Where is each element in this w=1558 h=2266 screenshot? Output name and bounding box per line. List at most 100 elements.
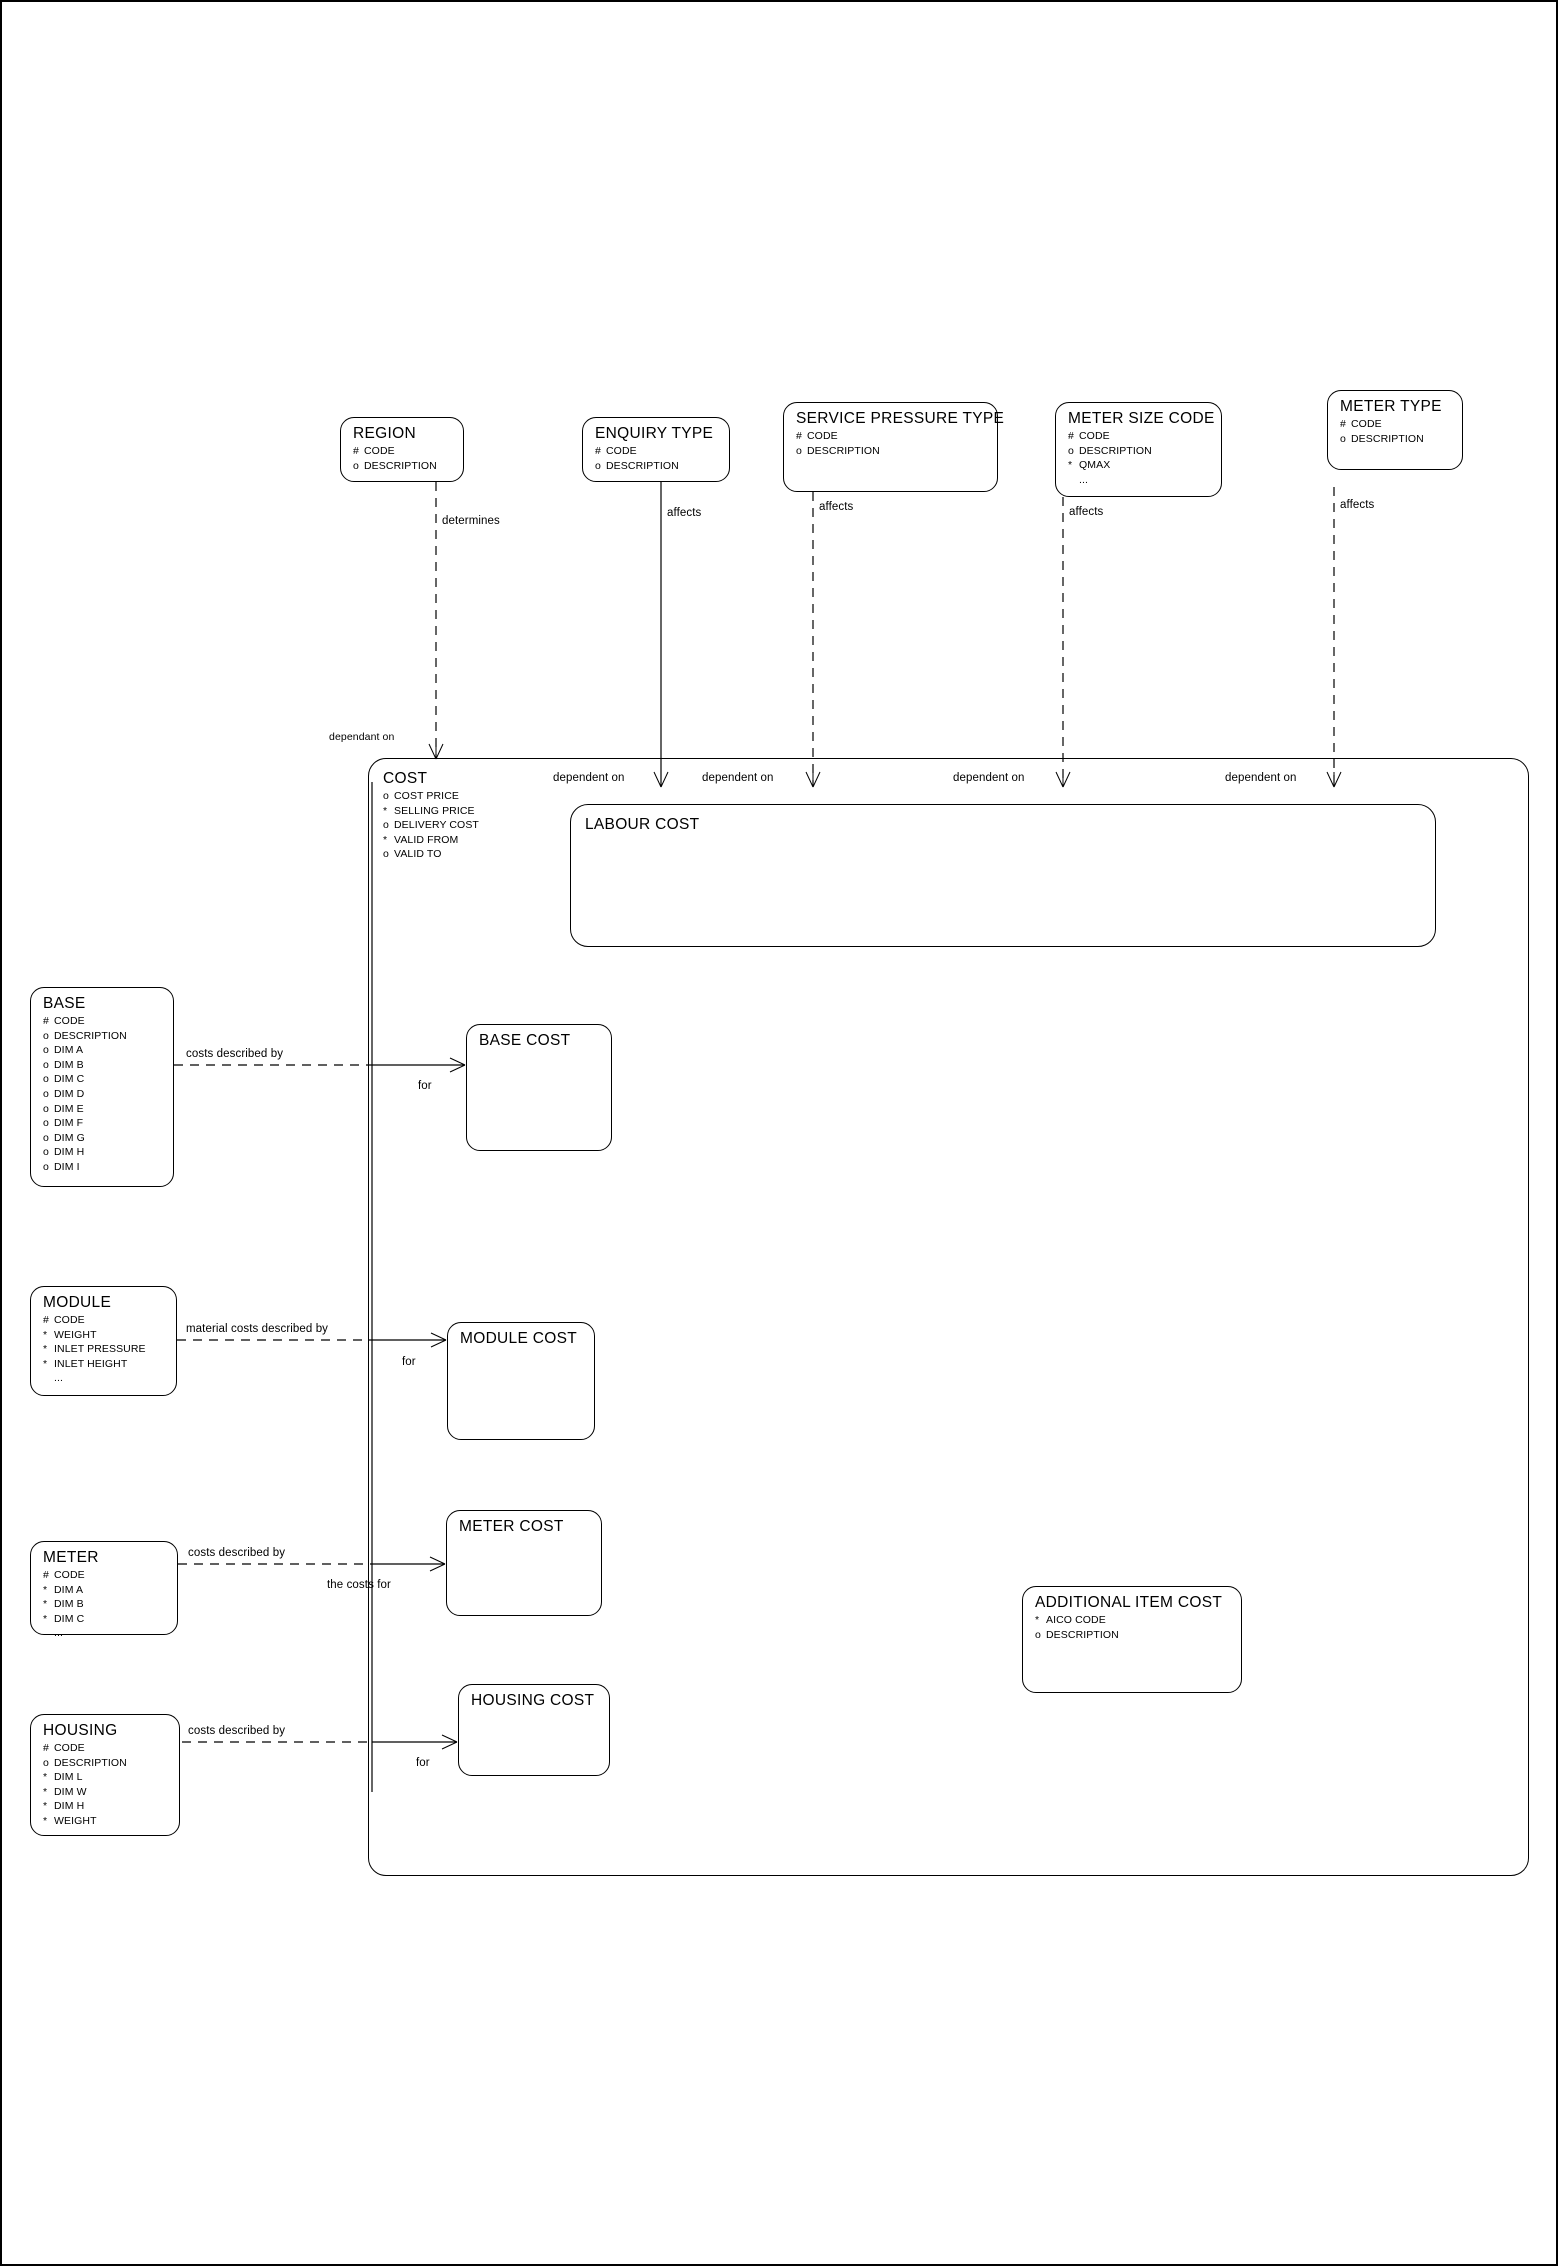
attribute-label: CODE: [54, 1742, 85, 1754]
attribute-marker: #: [353, 445, 359, 457]
entity-attribute: # CODE: [43, 1741, 169, 1756]
attribute-label: DIM G: [54, 1131, 85, 1144]
attribute-label: DIM L: [54, 1771, 83, 1784]
entity-attribute: *DIM H: [43, 1799, 169, 1814]
entity-attribute: *DIM B: [43, 1597, 167, 1612]
entity-attribute: #CODE: [43, 1014, 163, 1029]
entity-attribute: # CODE: [1340, 417, 1452, 432]
attribute-label: CODE: [606, 445, 637, 457]
attribute-label: DESCRIPTION: [364, 459, 437, 472]
entity-module-cost[interactable]: MODULE COST: [447, 1322, 595, 1440]
entity-attribute: #CODE: [353, 444, 453, 459]
attribute-label: CODE: [54, 1314, 85, 1326]
attribute-marker: o: [43, 1131, 49, 1144]
attribute-label: SELLING PRICE: [394, 804, 475, 817]
attribute-marker: *: [1035, 1614, 1040, 1626]
attribute-marker: *: [43, 1785, 48, 1798]
entity-attribute: o DIM B: [43, 1058, 163, 1073]
attribute-label: DIM C: [54, 1612, 85, 1625]
entity-title: METER: [43, 1549, 99, 1566]
relationship-label-base-for: for: [418, 1080, 432, 1092]
attribute-marker: *: [43, 1771, 48, 1784]
entity-attribute: *WEIGHT: [43, 1328, 166, 1343]
entity-module[interactable]: MODULE #CODE *WEIGHT * INLET PRESSURE * IN…: [30, 1286, 177, 1396]
entity-housing-cost[interactable]: HOUSING COST: [458, 1684, 610, 1776]
entity-title: ENQUIRY TYPE: [595, 425, 714, 442]
attribute-marker: *: [43, 1343, 48, 1356]
relationship-label-dependant-on: dependant on: [329, 731, 395, 743]
attribute-marker: *: [43, 1357, 48, 1370]
relationship-label-determines: determines: [442, 515, 500, 527]
attribute-label: DESCRIPTION: [1351, 432, 1424, 445]
entity-attribute: *QMAX: [1068, 458, 1211, 473]
relationship-label-module-costs-described-by: material costs described by: [186, 1323, 329, 1335]
entity-title: MODULE COST: [460, 1330, 577, 1347]
entity-attribute: *DIM A: [43, 1583, 167, 1598]
relationship-label-housing-for: for: [416, 1757, 430, 1769]
entity-meter[interactable]: METER #CODE *DIM A *DIM B *DIM C ...: [30, 1541, 178, 1639]
entity-attributes: #CODE o DESCRIPTION: [353, 444, 453, 473]
entity-title: HOUSING COST: [471, 1692, 595, 1709]
entity-title: SERVICE PRESSURE TYPE: [796, 410, 1005, 427]
entity-meter-cost[interactable]: METER COST: [446, 1510, 602, 1616]
attribute-marker: #: [43, 1742, 49, 1754]
attribute-marker: #: [1340, 418, 1346, 430]
attribute-label: CODE: [1351, 418, 1382, 430]
entity-title: ADDITIONAL ITEM COST: [1035, 1594, 1223, 1611]
relationship-label-dependent-on-4: dependent on: [1225, 772, 1297, 784]
entity-attribute: * DIM L: [43, 1770, 169, 1785]
attribute-label: WEIGHT: [54, 1328, 97, 1341]
entity-base-cost[interactable]: BASE COST: [466, 1024, 612, 1151]
entity-title: MODULE: [43, 1294, 112, 1311]
attribute-label: VALID FROM: [394, 833, 459, 846]
attribute-label: INLET PRESSURE: [54, 1343, 146, 1356]
attribute-label: INLET HEIGHT: [54, 1357, 128, 1370]
relationship-label-affects-metersize: affects: [1069, 506, 1104, 518]
attribute-marker: o: [43, 1073, 49, 1086]
attribute-marker: #: [595, 445, 601, 457]
entity-title: BASE COST: [479, 1032, 571, 1049]
attribute-label: DIM B: [54, 1058, 84, 1071]
attribute-marker: o: [383, 819, 389, 832]
attribute-label: CODE: [54, 1015, 85, 1027]
entity-labour-cost[interactable]: LABOUR COST: [570, 804, 1436, 947]
entity-attribute: o DESCRIPTION: [43, 1029, 163, 1044]
attribute-label: DIM H: [54, 1146, 85, 1159]
attribute-marker: *: [43, 1612, 48, 1625]
attribute-label: ...: [54, 1627, 64, 1640]
attribute-marker: o: [43, 1058, 49, 1071]
attribute-marker: o: [595, 459, 601, 472]
attribute-marker: o: [43, 1029, 49, 1042]
attribute-marker: o: [353, 459, 359, 472]
attribute-marker: o: [1035, 1628, 1041, 1641]
attribute-label: DESCRIPTION: [54, 1756, 127, 1769]
attribute-label: DESCRIPTION: [54, 1029, 127, 1042]
entity-attribute: o DIM H: [43, 1145, 163, 1160]
attribute-label: DESCRIPTION: [1079, 444, 1152, 457]
attribute-marker: #: [1068, 430, 1074, 442]
attribute-marker: o: [43, 1146, 49, 1159]
entity-attribute: #CODE: [43, 1313, 166, 1328]
attribute-label: DELIVERY COST: [394, 819, 479, 832]
attribute-label: ...: [54, 1372, 64, 1385]
